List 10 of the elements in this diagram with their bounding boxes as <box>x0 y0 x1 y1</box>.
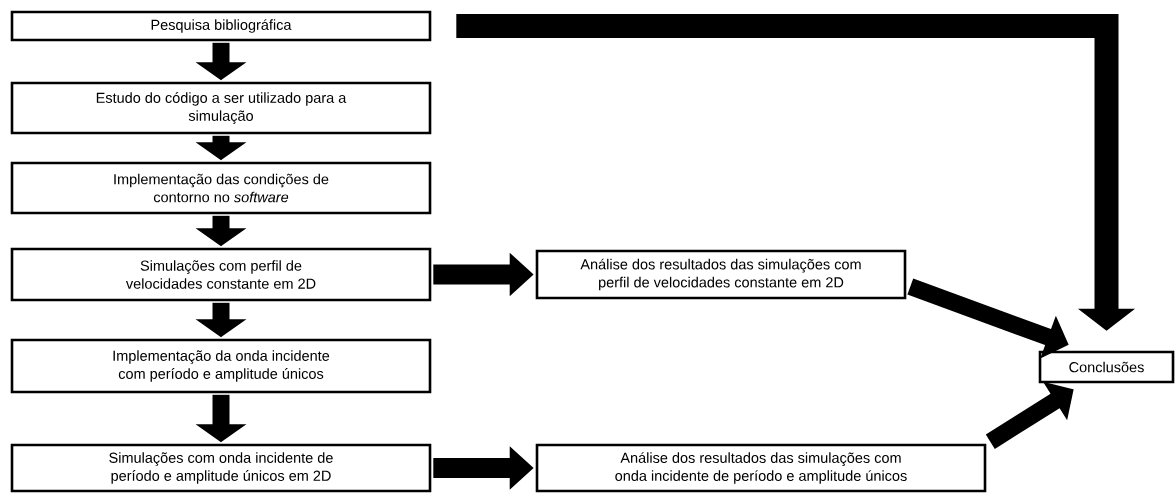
process-box: Pesquisa bibliográfica <box>10 10 432 42</box>
process-box: Implementação das condições de contorno no software <box>10 161 432 215</box>
process-box: Simulações com perfil de velocidades constante em 2D <box>10 247 432 302</box>
process-box: Estudo do código a ser utilizado para a simulação <box>10 81 432 135</box>
process-box: Conclusões <box>1038 350 1175 384</box>
process-box: Implementação da onda incidente com período e amplitude únicos <box>10 338 432 394</box>
process-box: Análise dos resultados das simulações com perfil de velocidades constante em 2D <box>535 249 907 300</box>
block-arrow <box>985 381 1074 449</box>
process-box: Simulações com onda incidente de período e amplitude únicos em 2D <box>10 443 432 493</box>
process-box: Análise dos resultados das simulações com onda incidente de período e amplitude únicos <box>535 443 987 493</box>
